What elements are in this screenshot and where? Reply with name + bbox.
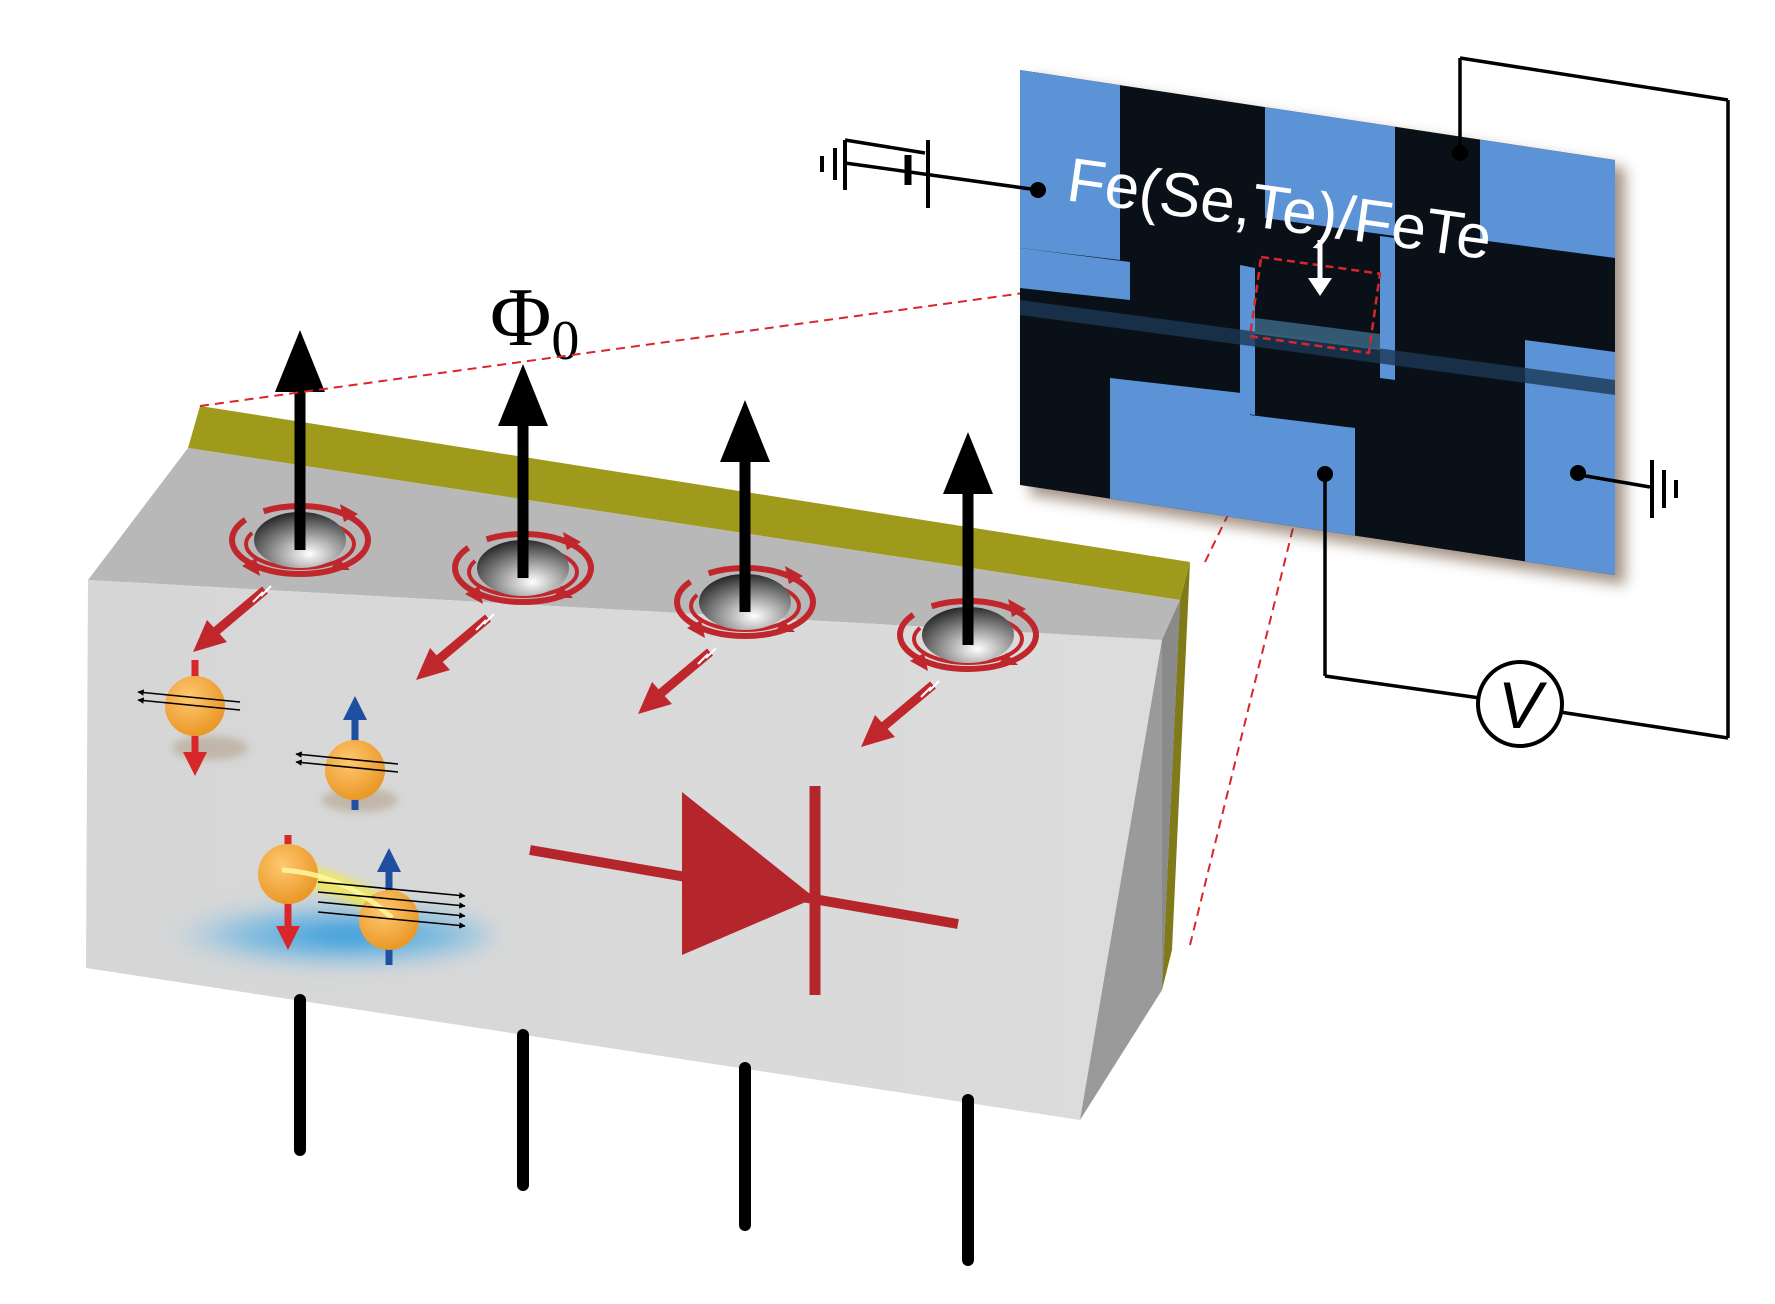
electrode-top-middle [1265, 105, 1395, 236]
superconductor-slab [86, 406, 1190, 1120]
slab-side-face [1080, 600, 1180, 1120]
contact-dot [1317, 466, 1333, 482]
force-arrow-stripe [697, 653, 709, 665]
wire-left-to-voltmeter [1324, 674, 1481, 700]
force-arrow-stripe [705, 647, 717, 659]
spin-up-arrow-head [343, 696, 367, 720]
diode-triangle [682, 792, 815, 955]
down-arrow-icon [1308, 240, 1332, 296]
single-electron-spin-down [137, 660, 248, 776]
battery-icon [820, 138, 930, 208]
contact-dot [1452, 145, 1468, 161]
current-arrow-head [563, 532, 581, 550]
current-arrow-head [340, 504, 358, 522]
film-strip [1020, 300, 1615, 395]
voltmeter-label: V [1498, 668, 1548, 742]
ground-icon [1650, 460, 1678, 518]
slab-top-face [88, 448, 1180, 640]
force-arrow-head [638, 682, 672, 714]
current-arrow-head [465, 586, 483, 604]
gold-layer-side [1162, 562, 1190, 990]
voltmeter-icon: V [1476, 660, 1564, 748]
contact-dot [1570, 465, 1586, 481]
electrode-bottom-left [1110, 378, 1355, 540]
wire-right-to-voltmeter [1559, 710, 1729, 740]
current-arrow-head [1008, 599, 1026, 617]
current-arrow-head [553, 586, 573, 598]
wire-battery-to-contact [844, 161, 1039, 192]
force-arrow-stripe [928, 680, 940, 692]
force-arrow-stripe [252, 591, 264, 603]
current-arrow-head [910, 653, 928, 671]
electrode-left-finger [1020, 248, 1130, 300]
current-arrow-head [785, 566, 803, 584]
flux-arrow-icon [943, 432, 993, 494]
force-arrow-head [416, 648, 450, 680]
contact-dots [1030, 145, 1586, 482]
force-arrow-head [193, 620, 227, 652]
force-arrow-stripe [475, 619, 487, 631]
electrical-leads [294, 994, 974, 1266]
current-arrow-head [330, 558, 350, 570]
vortex-array [193, 330, 1039, 747]
cooper-pair-glow [125, 900, 495, 970]
device-micrograph: Fe(Se,Te)/FeTe [1020, 70, 1625, 585]
electron-ball [325, 740, 385, 800]
current-arrow-head [775, 620, 795, 632]
slab-side-bevel [1162, 600, 1180, 990]
film-strip-highlight [1255, 318, 1380, 350]
flux-arrow-icon [498, 364, 548, 426]
force-arrow-head [861, 715, 895, 747]
contact-dot [1030, 182, 1046, 198]
electrode-center-finger [1380, 236, 1395, 380]
motion-arrows-right [317, 881, 466, 929]
electrode-top-right [1480, 137, 1615, 258]
electron-shadow [172, 736, 248, 760]
vortex [416, 364, 594, 680]
current-arrow-head [998, 653, 1018, 665]
vortex [861, 432, 1039, 747]
single-electron-spin-up [295, 696, 399, 812]
force-arrow-stripe [260, 585, 272, 597]
motion-arrows-left [137, 689, 241, 711]
cooper-pair [125, 835, 495, 970]
vortex [193, 330, 371, 652]
pair-spin-down-arrow-head [276, 926, 300, 950]
current-arrow-head [687, 620, 705, 638]
current-arrow-head [242, 558, 260, 576]
electrode-bottom-right [1525, 340, 1615, 575]
electrode-top-left [1020, 70, 1120, 260]
pair-spin-up-arrow-head [377, 848, 401, 872]
flux-arrow-icon [275, 330, 325, 392]
force-arrow-stripe [483, 613, 495, 625]
flux-arrow-icon [720, 400, 770, 462]
force-arrow-stripe [920, 686, 932, 698]
wire-to-ground [1579, 473, 1651, 489]
electron-ball [258, 844, 318, 904]
vortex [638, 400, 816, 714]
slab-front-face [86, 580, 1162, 1120]
diode-symbol [529, 786, 959, 995]
motion-arrows-left [295, 751, 399, 773]
measurement-circuit [844, 56, 1730, 740]
spin-down-arrow-head [183, 752, 207, 776]
gold-layer-top [188, 406, 1190, 600]
flux-quantum-label: Φ0 [490, 271, 579, 372]
